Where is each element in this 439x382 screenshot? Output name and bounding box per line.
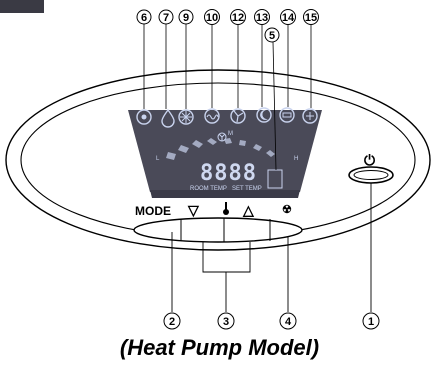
up-arrow-icon: △ [242, 202, 255, 218]
callout-14: 14 [280, 9, 296, 25]
lcd-side-indicator [267, 169, 283, 189]
room-temp-label: ROOM TEMP [190, 186, 227, 192]
model-caption: (Heat Pump Model) [119, 335, 320, 360]
svg-text:1: 1 [368, 316, 374, 328]
mode-button[interactable] [134, 218, 181, 242]
fan-mid-label: M [228, 131, 233, 137]
callout-2: 2 [163, 312, 181, 330]
fan-button-icon: ☢ [282, 204, 292, 216]
svg-text:6: 6 [141, 12, 147, 24]
lcd-display: M L H 8888 ROOM TEMP SET TEMP [128, 107, 322, 198]
callout-3: 3 [217, 312, 235, 330]
defrost-icon [302, 108, 318, 124]
top-leader-lines [143, 24, 312, 171]
svg-text:4: 4 [285, 316, 292, 328]
callout-5: 5 [264, 27, 280, 43]
sleep-timer-icon [256, 107, 272, 123]
cool-mode-icon [178, 109, 194, 125]
callout-9: 9 [178, 9, 194, 25]
callout-15: 15 [303, 9, 319, 25]
fan-glyph-icon [217, 132, 227, 142]
temp-up-button[interactable] [224, 218, 270, 242]
svg-text:15: 15 [305, 12, 317, 24]
svg-text:7: 7 [163, 12, 169, 24]
filter-icon [279, 107, 295, 123]
bottom-leader-lines [171, 183, 372, 312]
fan-speed-icon [230, 108, 246, 124]
svg-text:9: 9 [183, 12, 189, 24]
callout-4: 4 [279, 312, 297, 330]
dry-mode-icon [161, 108, 175, 128]
svg-text:14: 14 [282, 12, 295, 24]
svg-text:12: 12 [232, 12, 244, 24]
heat-mode-icon [204, 108, 220, 124]
down-arrow-icon: ▽ [187, 202, 200, 218]
fan-speed-button[interactable] [270, 218, 302, 242]
set-temp-label: SET TEMP [232, 186, 262, 192]
svg-text:10: 10 [206, 12, 218, 24]
control-bar [133, 217, 303, 243]
temp-down-button[interactable] [181, 218, 224, 242]
thermometer-icon [223, 202, 229, 215]
svg-text:13: 13 [256, 12, 268, 24]
fan-low-label: L [156, 156, 160, 162]
callout-10: 10 [204, 9, 220, 25]
fan-high-label: H [294, 156, 298, 162]
mode-label: MODE [135, 204, 171, 218]
callout-6: 6 [136, 9, 152, 25]
fan-speed-bar [166, 138, 275, 160]
svg-text:3: 3 [223, 316, 229, 328]
svg-text:2: 2 [169, 316, 175, 328]
panel-outer-ellipse [5, 69, 431, 251]
callout-12: 12 [230, 9, 246, 25]
power-symbol: ⏻ [364, 152, 375, 168]
callout-13: 13 [254, 9, 270, 25]
corner-tab [0, 0, 44, 13]
auto-mode-icon [136, 109, 152, 125]
callout-7: 7 [158, 9, 174, 25]
temperature-digits: 8888 [200, 161, 257, 186]
power-button[interactable] [348, 166, 394, 184]
svg-text:5: 5 [269, 30, 275, 42]
callout-1: 1 [362, 312, 380, 330]
